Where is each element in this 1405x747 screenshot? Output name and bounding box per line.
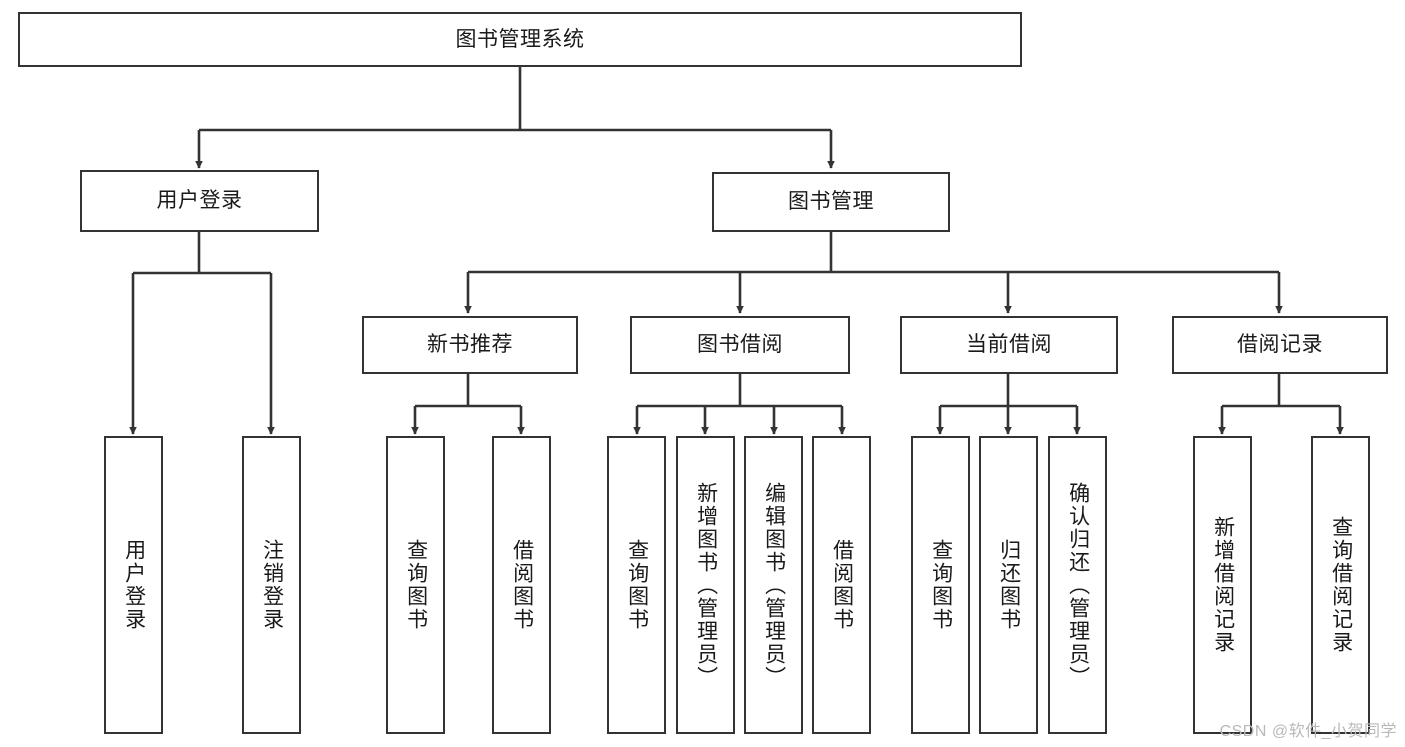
node-leaf-add-book-admin[interactable]: 新增图书（管理员） [676, 436, 735, 734]
node-leaf-add-borrow-record[interactable]: 新增借阅记录 [1193, 436, 1252, 734]
node-label: 查询图书 [625, 539, 649, 631]
node-label: 查询图书 [929, 539, 953, 631]
node-root-system[interactable]: 图书管理系统 [18, 12, 1022, 67]
node-label: 归还图书 [997, 539, 1021, 631]
node-label: 当前借阅 [966, 333, 1052, 357]
node-borrow-record[interactable]: 借阅记录 [1172, 316, 1388, 374]
node-book-management[interactable]: 图书管理 [712, 172, 950, 232]
node-label: 查询借阅记录 [1329, 516, 1353, 654]
node-leaf-query-book-cb[interactable]: 查询图书 [911, 436, 970, 734]
node-leaf-return-book[interactable]: 归还图书 [979, 436, 1038, 734]
node-leaf-query-book-bb[interactable]: 查询图书 [607, 436, 666, 734]
node-label: 查询图书 [404, 539, 428, 631]
node-label: 图书管理系统 [455, 27, 585, 51]
node-label: 新增图书（管理员） [694, 481, 718, 689]
node-leaf-edit-book-admin[interactable]: 编辑图书（管理员） [744, 436, 803, 734]
node-label: 图书借阅 [697, 333, 783, 357]
node-leaf-query-book-nb[interactable]: 查询图书 [386, 436, 445, 734]
node-leaf-user-login[interactable]: 用户登录 [104, 436, 163, 734]
node-leaf-query-borrow-record[interactable]: 查询借阅记录 [1311, 436, 1370, 734]
node-label: 借阅图书 [830, 539, 854, 631]
node-label: 用户登录 [122, 539, 146, 631]
node-label: 新增借阅记录 [1211, 516, 1235, 654]
node-label: 编辑图书（管理员） [762, 481, 786, 689]
node-label: 借阅记录 [1237, 333, 1323, 357]
node-label: 图书管理 [788, 190, 874, 214]
node-user-login[interactable]: 用户登录 [80, 170, 319, 232]
node-label: 借阅图书 [510, 539, 534, 631]
node-leaf-borrow-book-bb[interactable]: 借阅图书 [812, 436, 871, 734]
node-leaf-confirm-return-admin[interactable]: 确认归还（管理员） [1048, 436, 1107, 734]
watermark-text: CSDN @软件_小贺同学 [1219, 723, 1397, 740]
node-current-borrow[interactable]: 当前借阅 [900, 316, 1118, 374]
node-label: 注销登录 [260, 539, 284, 631]
node-leaf-logout[interactable]: 注销登录 [242, 436, 301, 734]
node-new-book-recommend[interactable]: 新书推荐 [362, 316, 578, 374]
node-label: 新书推荐 [427, 333, 513, 357]
node-label: 确认归还（管理员） [1066, 481, 1090, 689]
node-label: 用户登录 [156, 189, 243, 213]
node-leaf-borrow-book-nb[interactable]: 借阅图书 [492, 436, 551, 734]
node-book-borrow[interactable]: 图书借阅 [630, 316, 850, 374]
